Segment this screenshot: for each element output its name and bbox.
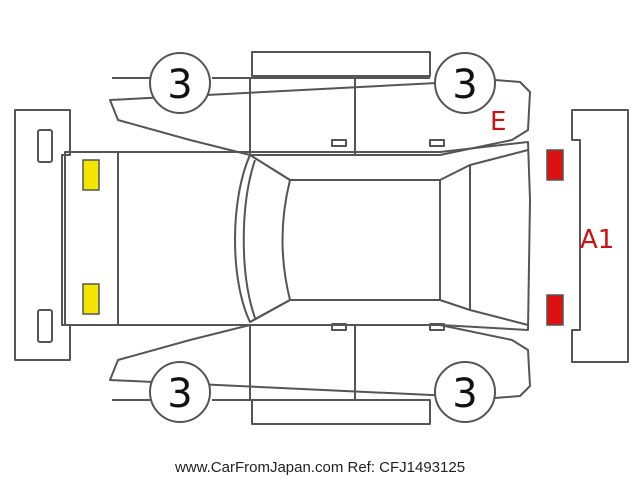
top-view-body xyxy=(64,141,531,331)
tire-rear-left: 3 xyxy=(434,52,496,114)
tire-front-right-rating: 3 xyxy=(167,371,192,417)
taillight-bottom xyxy=(546,294,564,326)
upper-side-view xyxy=(109,77,531,156)
tire-rear-right: 3 xyxy=(434,361,496,423)
roof-strip-bottom xyxy=(251,399,431,425)
headlight-bottom xyxy=(82,283,100,315)
footer-watermark: www.CarFromJapan.com Ref: CFJ1493125 xyxy=(174,459,465,476)
rear-bumper xyxy=(571,109,629,363)
roof-strip-top xyxy=(251,51,431,77)
headlight-top xyxy=(82,159,100,191)
tire-front-right: 3 xyxy=(149,361,211,423)
tire-rear-right-rating: 3 xyxy=(452,371,477,417)
front-bumper xyxy=(14,109,71,361)
tire-front-left-rating: 3 xyxy=(167,62,192,108)
damage-mark-e: E xyxy=(490,107,506,137)
taillight-top xyxy=(546,149,564,181)
tire-rear-left-rating: 3 xyxy=(452,62,477,108)
damage-mark-a1: A1 xyxy=(580,225,614,255)
tire-front-left: 3 xyxy=(149,52,211,114)
